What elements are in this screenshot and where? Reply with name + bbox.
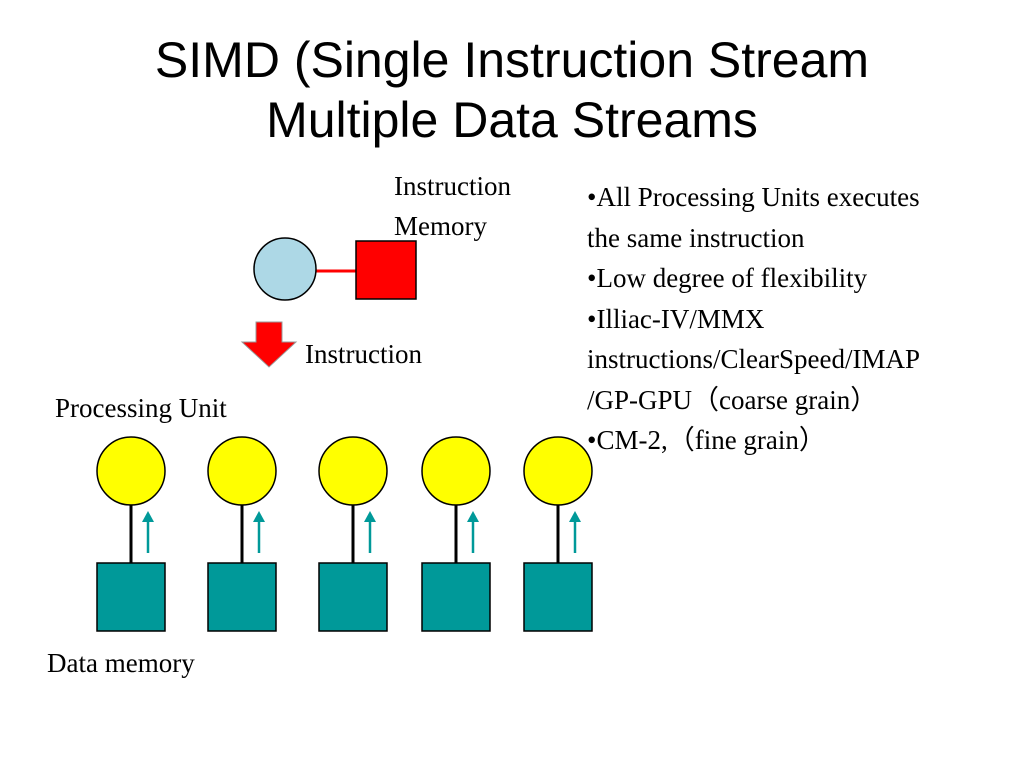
title-line-2: Multiple Data Streams — [266, 92, 758, 148]
data-memory-label: Data memory — [47, 648, 195, 678]
data-memory-block — [207, 562, 277, 632]
bullet-line: •All Processing Units executes — [587, 182, 920, 212]
processing-unit-circle — [523, 436, 593, 506]
processing-unit-circle — [421, 436, 491, 506]
bullet-line: the same instruction — [587, 222, 805, 253]
processing-units — [96, 436, 593, 632]
processing-unit-circle — [96, 436, 166, 506]
bullet-line: •Low degree of flexibility — [587, 263, 868, 293]
bullet-item: •Low degree of flexibility — [587, 258, 1017, 299]
slide-title: SIMD (Single Instruction Stream Multiple… — [0, 30, 1024, 150]
control-unit-circle — [253, 237, 317, 301]
instruction-memory-block — [355, 240, 417, 300]
data-memory-block — [96, 562, 166, 632]
data-arrow-head — [253, 511, 265, 522]
data-arrow-head — [142, 511, 154, 522]
bullet-list: •All Processing Units executes the same … — [587, 177, 1017, 461]
data-memory-block — [318, 562, 388, 632]
instruction-memory-label-line-1: Instruction — [394, 171, 511, 201]
processing-unit-label: Processing Unit — [55, 393, 227, 423]
data-arrow-head — [569, 511, 581, 522]
bullet-item: •All Processing Units executes the same … — [587, 177, 1017, 258]
instruction-memory-label: Instruction Memory — [394, 166, 511, 246]
instruction-memory-label-line-2: Memory — [394, 211, 487, 241]
bullet-line: /GP-GPU（coarse grain） — [587, 384, 878, 415]
bullet-line: •CM-2,（fine grain） — [587, 425, 826, 455]
data-memory-block — [421, 562, 491, 632]
instruction-broadcast-arrow — [240, 321, 298, 368]
data-memory-block — [523, 562, 593, 632]
title-line-1: SIMD (Single Instruction Stream — [154, 32, 870, 88]
instruction-label: Instruction — [305, 339, 422, 369]
bullet-line: •Illiac-IV/MMX — [587, 303, 765, 334]
data-arrow-head — [467, 511, 479, 522]
processing-unit-circle — [207, 436, 277, 506]
processing-unit-circle — [318, 436, 388, 506]
data-arrow-head — [364, 511, 376, 522]
bullet-item: •CM-2,（fine grain） — [587, 420, 1017, 461]
bullet-line: instructions/ClearSpeed/IMAP — [587, 344, 920, 374]
bullet-item: •Illiac-IV/MMX instructions/ClearSpeed/I… — [587, 299, 1017, 421]
